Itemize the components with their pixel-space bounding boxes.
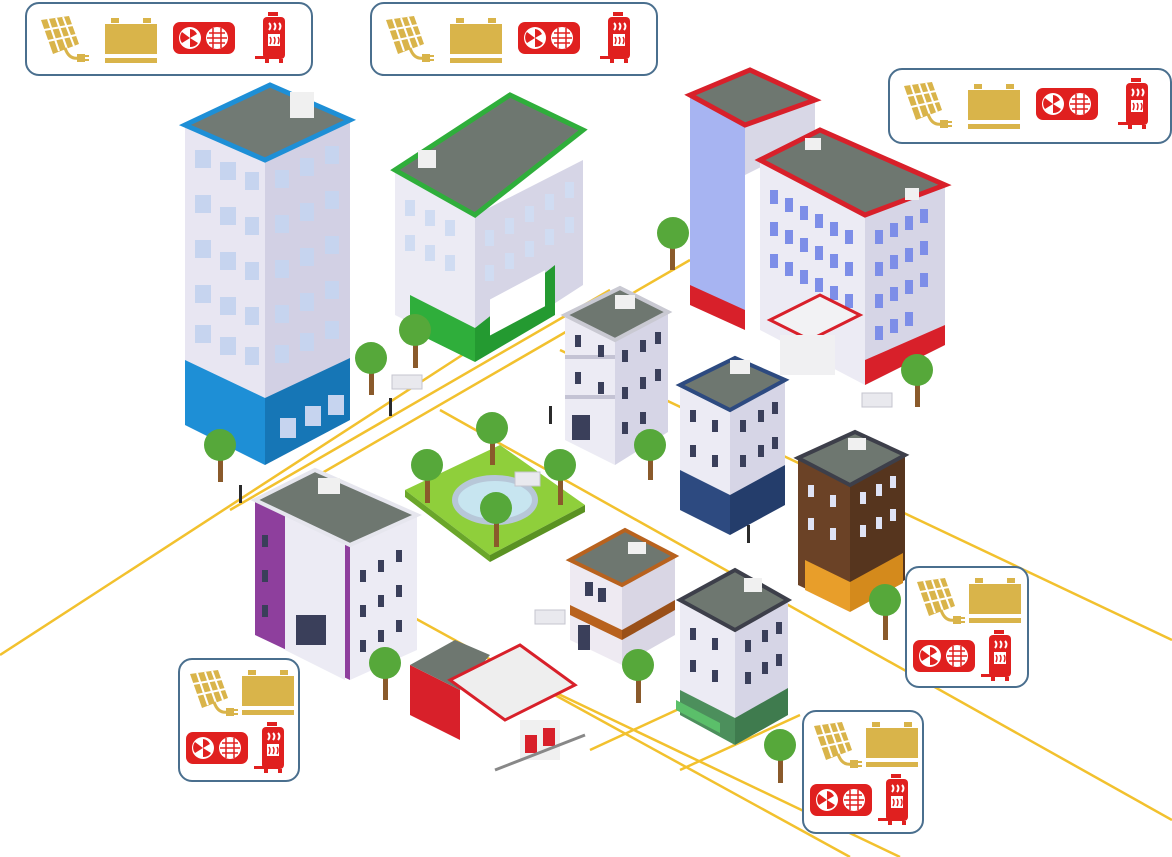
water-heater-icon <box>255 12 285 63</box>
solar-panel-icon <box>814 722 862 768</box>
heat-pump-icon <box>173 22 235 54</box>
tree <box>869 584 901 640</box>
green-shop-building <box>675 567 793 745</box>
street-lamps <box>239 398 750 543</box>
heat-pump-icon <box>810 784 872 816</box>
tree <box>544 449 576 505</box>
water-heater-icon <box>1118 78 1148 129</box>
tree <box>411 449 443 503</box>
battery-icon <box>242 670 294 715</box>
battery-icon <box>105 18 157 63</box>
tree <box>399 314 431 368</box>
panel-top-right <box>888 68 1172 144</box>
panel-bottom-center <box>802 710 924 834</box>
gray-apartment <box>560 285 673 465</box>
tree <box>355 342 387 395</box>
red-hospital <box>684 67 952 385</box>
water-heater-icon <box>878 774 908 825</box>
heat-pump-icon <box>186 732 248 764</box>
tree <box>901 354 933 407</box>
navy-apartment <box>675 355 790 535</box>
tree <box>204 429 236 482</box>
solar-panel-icon <box>917 578 965 624</box>
solar-panel-icon <box>386 16 434 62</box>
battery-icon <box>969 578 1021 623</box>
heat-pump-icon <box>1036 88 1098 120</box>
benches <box>391 374 893 625</box>
panel-bottom-left <box>178 658 300 782</box>
green-office <box>390 92 588 362</box>
water-heater-icon <box>254 722 284 773</box>
tree <box>657 217 689 270</box>
tree <box>634 429 666 480</box>
tree <box>480 492 512 547</box>
battery-icon <box>968 84 1020 129</box>
panel-top-left <box>25 2 313 76</box>
battery-icon <box>866 722 918 767</box>
tree <box>764 729 796 783</box>
heat-pump-icon <box>518 22 580 54</box>
tree <box>476 412 508 465</box>
tree <box>622 649 654 703</box>
tree <box>369 647 401 700</box>
orange-house <box>565 527 680 665</box>
blue-tower <box>178 82 357 465</box>
solar-panel-icon <box>41 16 89 62</box>
panel-right <box>905 566 1029 688</box>
battery-icon <box>450 18 502 63</box>
brown-shop-building <box>793 429 910 612</box>
heat-pump-icon <box>913 640 975 672</box>
panel-top-center <box>370 2 658 76</box>
gas-station <box>410 640 586 772</box>
water-heater-icon <box>981 630 1011 681</box>
solar-panel-icon <box>190 670 238 716</box>
solar-panel-icon <box>904 82 952 128</box>
trees <box>204 217 933 783</box>
water-heater-icon <box>600 12 630 63</box>
purple-apartment <box>250 467 422 680</box>
